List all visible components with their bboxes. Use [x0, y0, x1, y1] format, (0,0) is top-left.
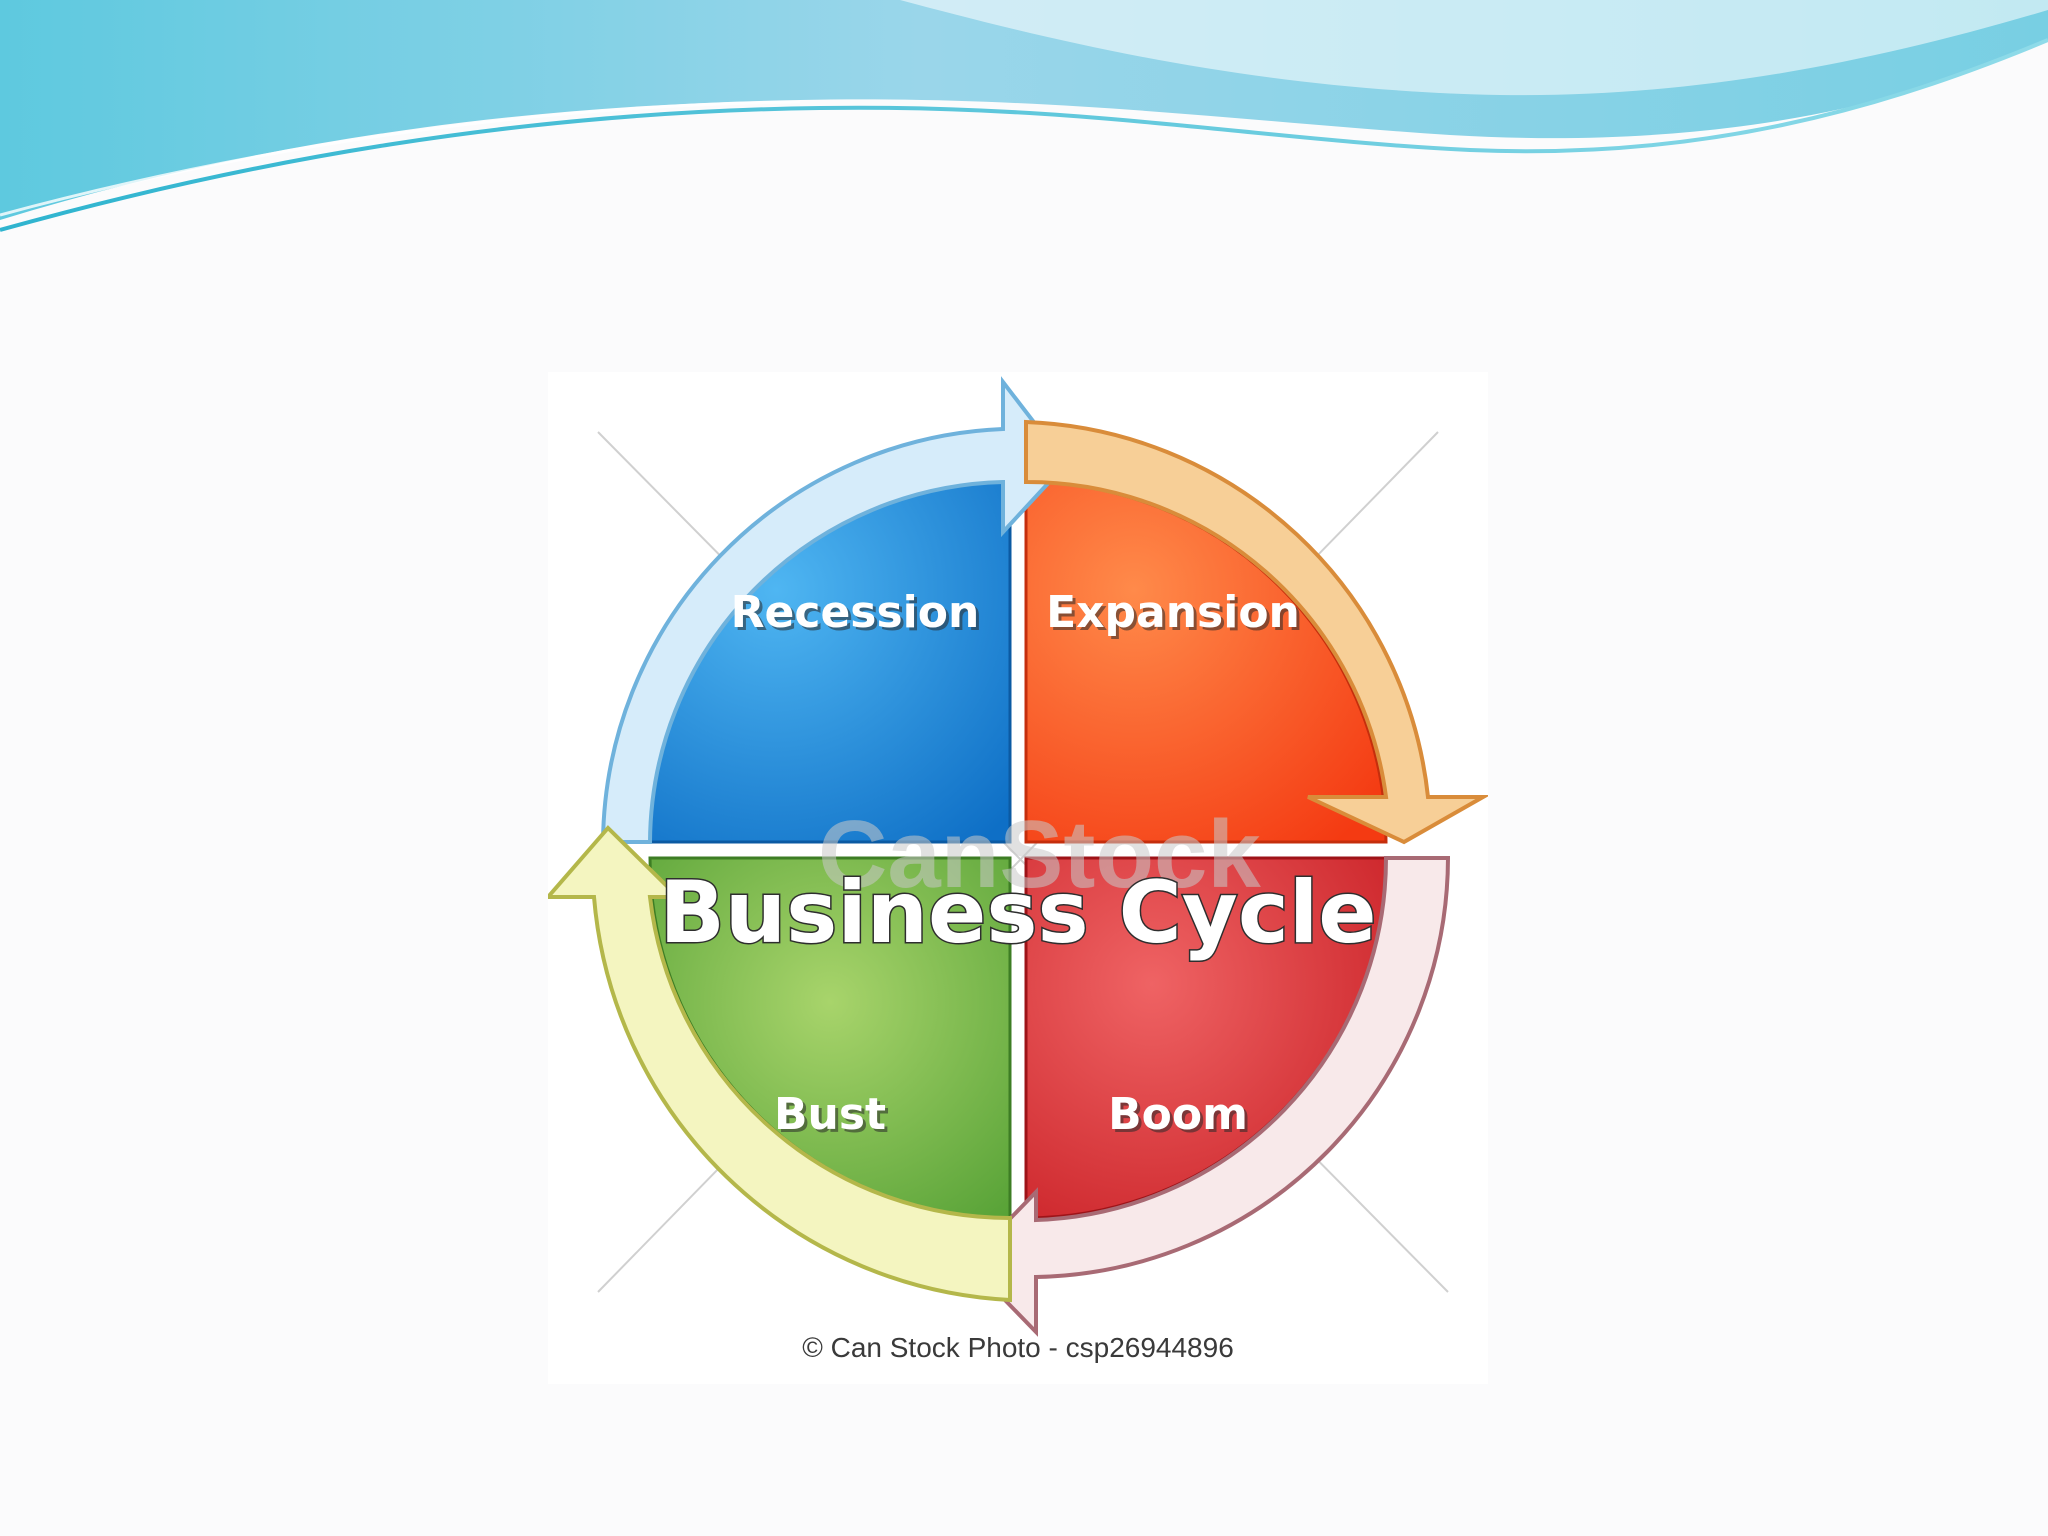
boom-label-shadow: Boom [1111, 1092, 1251, 1143]
recession-label-shadow: Recession [734, 590, 983, 641]
bust-to-recession-arrow [548, 825, 1012, 1303]
boom-label: Boom [1108, 1089, 1248, 1140]
business-cycle-figure: CanStock Recession Recession Expansion E… [548, 372, 1488, 1384]
diagram-title: Business Cycle [659, 863, 1376, 963]
expansion-label-shadow: Expansion [1049, 590, 1303, 641]
expansion-label: Expansion [1046, 587, 1300, 638]
expansion-segment [1024, 480, 1388, 844]
expansion-to-boom-arrow [1024, 419, 1488, 845]
recession-label: Recession [731, 587, 980, 638]
bust-label: Bust [774, 1089, 886, 1140]
recession-segment [648, 480, 1012, 844]
watermark-text: CanStock [818, 801, 1261, 908]
photo-credit: © Can Stock Photo - csp26944896 [802, 1332, 1234, 1363]
bust-label-shadow: Bust [777, 1092, 889, 1143]
boom-to-bust-arrow [965, 856, 1451, 1337]
header-wave-decoration [0, 0, 2048, 232]
business-cycle-diagram: CanStock Recession Recession Expansion E… [548, 376, 1488, 1337]
